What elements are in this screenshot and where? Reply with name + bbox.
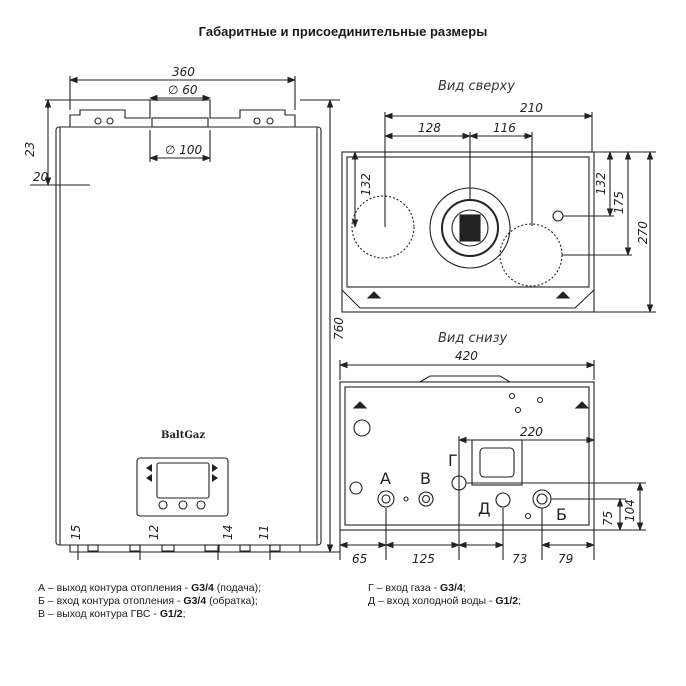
legend-item-d: Д – вход холодной воды - G1/2; bbox=[368, 595, 522, 607]
legend-item-b: Б – вход контура отопления - G3/4 (обрат… bbox=[38, 595, 258, 607]
dim-125: 125 bbox=[412, 552, 435, 566]
brand-logo: BaltGaz bbox=[161, 430, 205, 441]
dim-75: 75 bbox=[601, 511, 615, 526]
dim-14: 14 bbox=[221, 525, 235, 540]
dim-420: 420 bbox=[455, 349, 478, 363]
bottom-view bbox=[338, 360, 646, 560]
dim-d100: ∅ 100 bbox=[165, 143, 203, 157]
dim-15: 15 bbox=[69, 525, 83, 540]
legend-right: Г – вход газа - G3/4; Д – вход холодной … bbox=[368, 582, 521, 608]
dim-175: 175 bbox=[612, 191, 626, 214]
dim-79: 79 bbox=[558, 552, 573, 566]
legend-item-v: В – выход контура ГВС - G1/2; bbox=[38, 608, 186, 620]
bottom-view-label: Вид снизу bbox=[438, 331, 507, 346]
dim-d60: ∅ 60 bbox=[168, 83, 198, 97]
fitting-label-d: Д bbox=[478, 499, 491, 518]
page-title: Габаритные и присоединительные размеры bbox=[198, 24, 488, 39]
dim-65: 65 bbox=[352, 552, 367, 566]
dim-11: 11 bbox=[257, 525, 271, 540]
legend-left: А – выход контура отопления - G3/4 (пода… bbox=[38, 582, 261, 621]
dim-20: 20 bbox=[33, 170, 49, 184]
dim-210: 210 bbox=[520, 101, 543, 115]
top-view bbox=[341, 112, 656, 314]
dim-132-right: 132 bbox=[594, 172, 608, 195]
dim-height-760: 760 bbox=[332, 317, 346, 340]
legend-item-g: Г – вход газа - G3/4; bbox=[368, 582, 466, 594]
dim-132-left: 132 bbox=[359, 173, 373, 196]
dim-220: 220 bbox=[520, 425, 543, 439]
dim-width-360: 360 bbox=[172, 65, 195, 79]
dim-104: 104 bbox=[623, 499, 637, 522]
dim-12: 12 bbox=[147, 525, 161, 540]
fitting-label-g: Г bbox=[448, 451, 458, 470]
dim-128: 128 bbox=[418, 121, 441, 135]
fitting-label-b: Б bbox=[556, 505, 567, 524]
dim-116: 116 bbox=[493, 121, 516, 135]
fitting-label-a: А bbox=[380, 469, 391, 488]
fitting-label-v: В bbox=[420, 469, 431, 488]
front-view bbox=[30, 76, 340, 560]
dim-270: 270 bbox=[636, 221, 650, 244]
legend-item-a: А – выход контура отопления - G3/4 (пода… bbox=[38, 582, 262, 594]
top-view-label: Вид сверху bbox=[438, 79, 515, 94]
dim-23: 23 bbox=[23, 142, 37, 157]
dim-73: 73 bbox=[512, 552, 527, 566]
